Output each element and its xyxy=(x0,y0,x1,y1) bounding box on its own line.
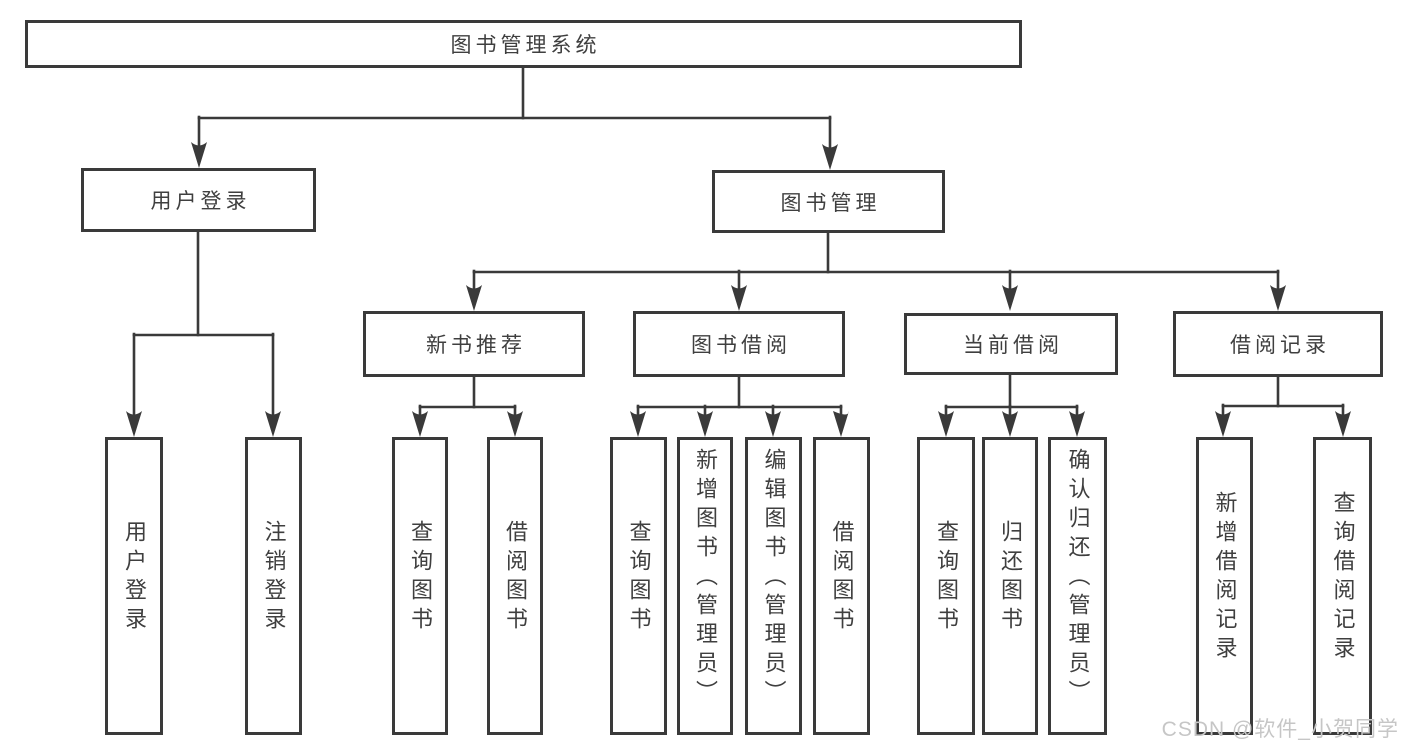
leaf-add-borrow-record: 新增借阅记录 xyxy=(1196,437,1253,735)
node-current-borrow: 当前借阅 xyxy=(904,313,1118,375)
node-user-login: 用户登录 xyxy=(81,168,316,232)
node-new-book-recommend: 新书推荐 xyxy=(363,311,585,377)
leaf-query-books-recommend: 查询图书 xyxy=(392,437,448,735)
leaf-borrow-books-recommend: 借阅图书 xyxy=(487,437,543,735)
leaf-query-borrow-record: 查询借阅记录 xyxy=(1313,437,1372,735)
arrowheads xyxy=(126,142,1351,437)
leaf-return-books: 归还图书 xyxy=(982,437,1038,735)
leaf-query-books-current: 查询图书 xyxy=(917,437,975,735)
node-book-management: 图书管理 xyxy=(712,170,945,233)
leaf-edit-books-admin: 编辑图书（管理员） xyxy=(745,437,802,735)
node-book-borrow: 图书借阅 xyxy=(633,311,845,377)
leaf-borrow-books: 借阅图书 xyxy=(813,437,870,735)
leaf-user-login: 用户登录 xyxy=(105,437,163,735)
csdn-watermark: CSDN @软件_小贺同学 xyxy=(1161,718,1399,741)
leaf-confirm-return-admin: 确认归还（管理员） xyxy=(1048,437,1107,735)
leaf-add-books-admin: 新增图书（管理员） xyxy=(677,437,733,735)
leaf-logout: 注销登录 xyxy=(245,437,302,735)
leaf-query-books-borrow: 查询图书 xyxy=(610,437,667,735)
node-root-system: 图书管理系统 xyxy=(25,20,1022,68)
node-borrow-records: 借阅记录 xyxy=(1173,311,1383,377)
